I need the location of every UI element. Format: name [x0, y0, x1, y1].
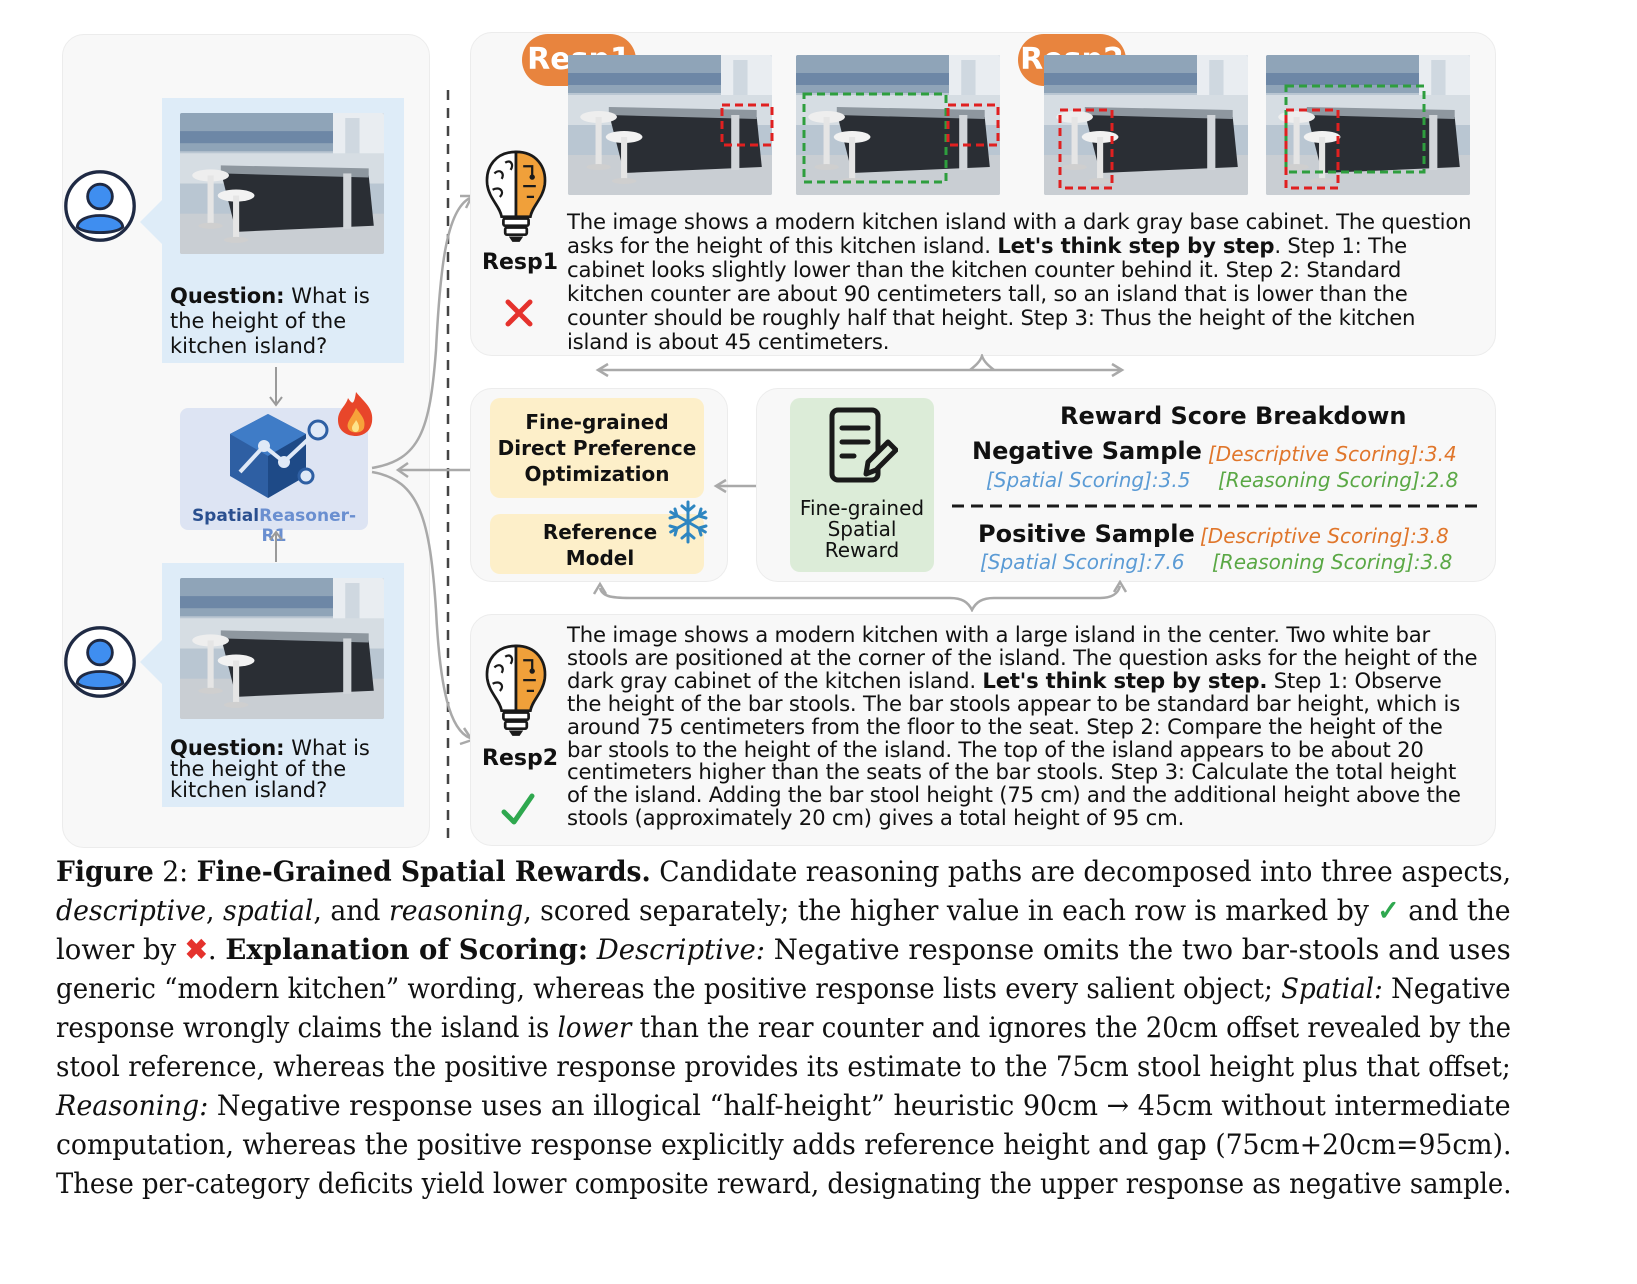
resp2-label: Resp2 — [482, 746, 559, 771]
brain-bulb-icon — [480, 146, 552, 246]
dpo-box: Fine-grained Direct Preference Optimizat… — [490, 398, 704, 498]
reference-label: Reference Model — [542, 520, 658, 570]
negative-descriptive: [Descriptive Scoring]:3.4 — [1208, 442, 1457, 466]
positive-label: Positive Sample — [978, 520, 1195, 548]
arrow-down — [269, 367, 283, 407]
cross-icon: ✖ — [184, 933, 208, 966]
snowflake-icon — [668, 500, 708, 544]
brain-bulb-icon — [480, 640, 552, 740]
resp1-label: Resp1 — [482, 250, 559, 275]
caption-line-1: Figure 2: Fine-Grained Spatial Rewards. … — [56, 855, 1512, 888]
connector-bottom — [592, 580, 1128, 612]
caption-line-8: computation, whereas the positive respon… — [56, 1128, 1512, 1161]
resp2-text: The image shows a modern kitchen with a … — [567, 622, 1478, 831]
negative-reasoning: [Reasoning Scoring]:2.8 — [1218, 468, 1459, 492]
connector-top — [595, 354, 1125, 378]
dpo-label: Fine-grained Direct Preference Optimizat… — [497, 410, 697, 486]
caption-line-5: response wrongly claims the island is lo… — [56, 1011, 1512, 1044]
caption-line-2: descriptive, spatial, and reasoning, sco… — [56, 894, 1511, 927]
check-icon: ✓ — [1377, 894, 1400, 927]
branch-arrows — [371, 194, 480, 746]
fire-icon — [338, 392, 373, 436]
caption-line-7: Reasoning: Negative response uses an ill… — [56, 1089, 1511, 1122]
user-icon — [62, 624, 138, 700]
resp2-panel — [470, 614, 1496, 846]
resp1-text: The image shows a modern kitchen island … — [567, 209, 1472, 354]
bbox-red — [720, 103, 774, 147]
caption-line-4: generic “modern kitchen” wording, wherea… — [56, 972, 1511, 1005]
speech-tail — [140, 200, 162, 244]
speech-tail — [140, 640, 162, 684]
positive-spatial: [Spatial Scoring]:7.6 — [980, 550, 1185, 574]
breakdown-divider — [952, 504, 1478, 508]
bbox-red — [1058, 108, 1114, 190]
cross-icon — [505, 299, 533, 327]
caption-line-3: lower by ✖. Explanation of Scoring: Desc… — [56, 933, 1511, 966]
reference-box: Reference Model — [490, 514, 704, 574]
check-icon — [501, 793, 535, 825]
positive-reasoning: [Reasoning Scoring]:3.8 — [1212, 550, 1453, 574]
positive-descriptive: [Descriptive Scoring]:3.8 — [1200, 524, 1449, 548]
arrow-up — [269, 530, 283, 562]
negative-label: Negative Sample — [972, 437, 1202, 465]
reward-label: Fine-grained Spatial Reward — [799, 496, 925, 562]
caption-line-9: These per-category deficits yield lower … — [56, 1167, 1512, 1200]
kitchen-image-top — [180, 113, 384, 254]
user-icon — [62, 168, 138, 244]
question-top: Question: What is the height of the kitc… — [170, 284, 370, 358]
bbox-red — [946, 103, 1000, 147]
bbox-red — [1284, 108, 1340, 190]
negative-spatial: [Spatial Scoring]:3.5 — [986, 468, 1191, 492]
breakdown-title: Reward Score Breakdown — [1060, 402, 1407, 430]
kitchen-image-bottom — [180, 578, 384, 719]
question-bottom: Question: What is the height of the kitc… — [170, 736, 370, 802]
caption-line-6: stool reference, whereas the positive re… — [56, 1050, 1511, 1083]
figure-caption: Figure 2: Fine-Grained Spatial Rewards. … — [56, 852, 1511, 1203]
document-edit-icon — [829, 407, 898, 483]
cube-logo-icon — [230, 414, 329, 498]
bbox-green — [802, 92, 948, 184]
